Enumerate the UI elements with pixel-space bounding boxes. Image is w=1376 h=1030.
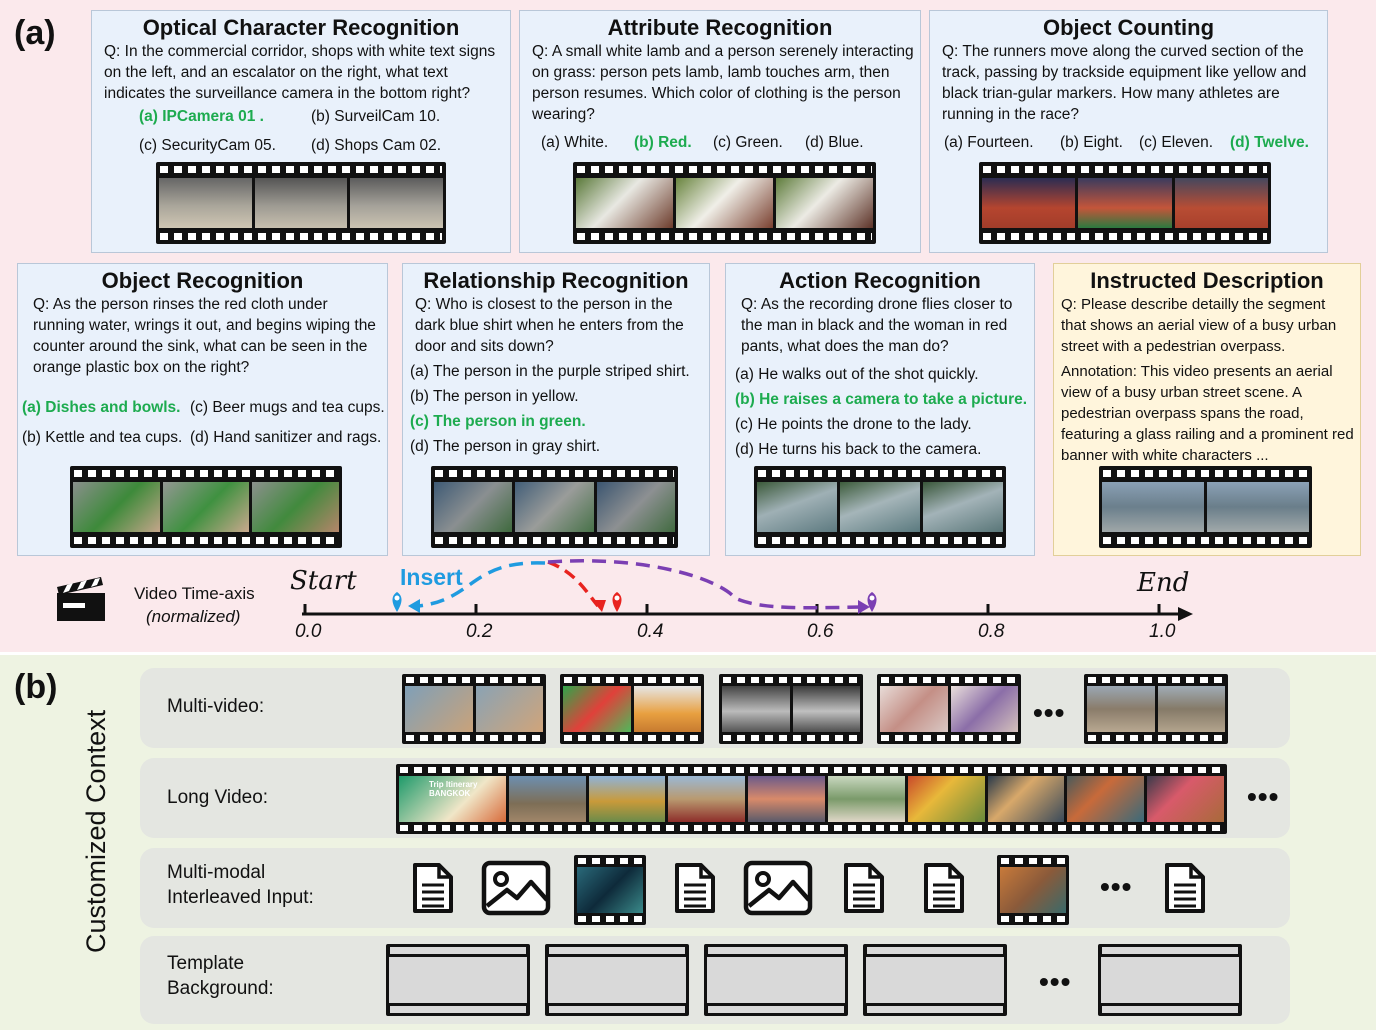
panel-a-letter: (a) — [14, 14, 56, 52]
tick-label: 1.0 — [1149, 621, 1176, 642]
option-d: (d) Hand sanitizer and rags. — [190, 429, 382, 446]
option-a: (a) IPCamera 01 . — [139, 108, 264, 125]
card-title: Attribute Recognition — [607, 15, 833, 40]
card-question: Q: A small white lamb and a person seren… — [532, 43, 914, 123]
option-b: (b) Eight. — [1060, 134, 1123, 151]
card-question: Q: The runners move along the curved sec… — [942, 43, 1307, 123]
document-icon — [924, 863, 964, 913]
document-icon — [675, 863, 715, 913]
card-title: Optical Character Recognition — [142, 15, 460, 40]
card-question: Q: As the recording drone flies closer t… — [741, 296, 1013, 355]
option-c: (c) Beer mugs and tea cups. — [190, 399, 385, 416]
long-video-caption: Trip Itinerary BANGKOK — [399, 776, 506, 822]
option-a: (a) The person in the purple striped shi… — [410, 363, 690, 380]
option-b: (b) SurveilCam 10. — [311, 108, 441, 125]
option-d: (d) Blue. — [805, 134, 864, 151]
video-filmstrip — [719, 674, 863, 744]
video-filmstrip — [574, 855, 646, 925]
option-b: (b) He raises a camera to take a picture… — [735, 391, 1028, 408]
card-question: Q: In the commercial corridor, shops wit… — [104, 43, 496, 102]
option-b: (b) Red. — [634, 134, 692, 151]
card-title: Relationship Recognition — [423, 268, 689, 293]
option-a: (a) He walks out of the shot quickly. — [735, 366, 979, 383]
insert-label: Insert — [400, 564, 463, 590]
video-filmstrip — [156, 162, 446, 244]
long-video-filmstrip: Trip Itinerary BANGKOK — [396, 764, 1227, 834]
template-filmstrip — [704, 944, 848, 1016]
card-question: Q: As the person rinses the red cloth un… — [33, 296, 376, 376]
row-label: Multi-modal — [167, 862, 266, 883]
row-label: Long Video: — [167, 787, 269, 808]
card-question: Q: Who is closest to the person in the d… — [415, 296, 684, 355]
ellipsis: ••• — [1247, 781, 1280, 812]
template-filmstrip — [545, 944, 689, 1016]
option-c: (c) SecurityCam 05. — [139, 137, 276, 154]
video-filmstrip — [979, 162, 1271, 244]
option-b: (b) The person in yellow. — [410, 388, 579, 405]
row-label: Template — [167, 953, 245, 974]
video-filmstrip — [1084, 674, 1228, 744]
tick-label: 0.4 — [637, 621, 664, 642]
video-filmstrip — [560, 674, 704, 744]
option-a: (a) Dishes and bowls. — [22, 399, 181, 416]
card-annotation: Annotation: This video presents an aeria… — [1061, 363, 1354, 464]
card-title: Object Counting — [1042, 15, 1215, 40]
tick-label: 0.6 — [807, 621, 834, 642]
video-filmstrip — [70, 466, 342, 548]
document-icon — [844, 863, 884, 913]
video-filmstrip — [431, 466, 678, 548]
option-c: (c) The person in green. — [410, 413, 586, 430]
time-axis-label: Video Time-axis — [134, 584, 255, 603]
video-filmstrip — [997, 855, 1069, 925]
time-axis-sublabel: (normalized) — [146, 607, 241, 626]
start-label: Start — [290, 566, 357, 596]
ellipsis: ••• — [1033, 697, 1066, 728]
video-filmstrip — [754, 466, 1006, 548]
option-c: (c) He points the drone to the lady. — [735, 416, 972, 433]
video-filmstrip — [402, 674, 546, 744]
end-label: End — [1137, 568, 1190, 598]
video-filmstrip — [877, 674, 1021, 744]
ellipsis: ••• — [1100, 871, 1133, 902]
option-c: (c) Eleven. — [1139, 134, 1214, 151]
option-d: (d) Twelve. — [1230, 134, 1309, 151]
row-label: Multi-video: — [167, 696, 265, 717]
card-ocr: Optical Character Recognition Q: In the … — [91, 10, 511, 253]
card-title: Instructed Description — [1090, 268, 1324, 293]
option-d: (d) The person in gray shirt. — [410, 438, 601, 455]
option-b: (b) Kettle and tea cups. — [22, 429, 183, 446]
video-filmstrip — [573, 162, 876, 244]
row-label-2: Interleaved Input: — [167, 887, 314, 908]
ellipsis: ••• — [1039, 966, 1072, 997]
image-icon — [481, 860, 551, 916]
tick-label: 0.0 — [295, 621, 322, 642]
panel-b-letter: (b) — [14, 668, 58, 706]
template-filmstrip — [1098, 944, 1242, 1016]
video-filmstrip — [1099, 466, 1312, 548]
time-axis-arrows — [302, 559, 1193, 621]
row-label-2: Background: — [167, 978, 274, 999]
card-instructed-description: Instructed Description Q: Please describ… — [1053, 263, 1361, 556]
document-icon — [413, 863, 453, 913]
document-icon — [1165, 863, 1205, 913]
customized-context-label: Customized Context — [81, 709, 111, 953]
template-filmstrip — [863, 944, 1007, 1016]
card-question: Q: Please describe detailly the segment … — [1061, 296, 1337, 355]
option-d: (d) He turns his back to the camera. — [735, 441, 982, 458]
option-d: (d) Shops Cam 02. — [311, 137, 442, 154]
template-filmstrip — [386, 944, 530, 1016]
card-title: Action Recognition — [779, 268, 981, 293]
option-a: (a) Fourteen. — [944, 134, 1034, 151]
tick-label: 0.8 — [978, 621, 1005, 642]
clapperboard-icon — [57, 577, 105, 621]
option-a: (a) White. — [541, 134, 609, 151]
card-title: Object Recognition — [101, 268, 304, 293]
tick-label: 0.2 — [466, 621, 493, 642]
option-c: (c) Green. — [713, 134, 783, 151]
image-icon — [743, 860, 813, 916]
